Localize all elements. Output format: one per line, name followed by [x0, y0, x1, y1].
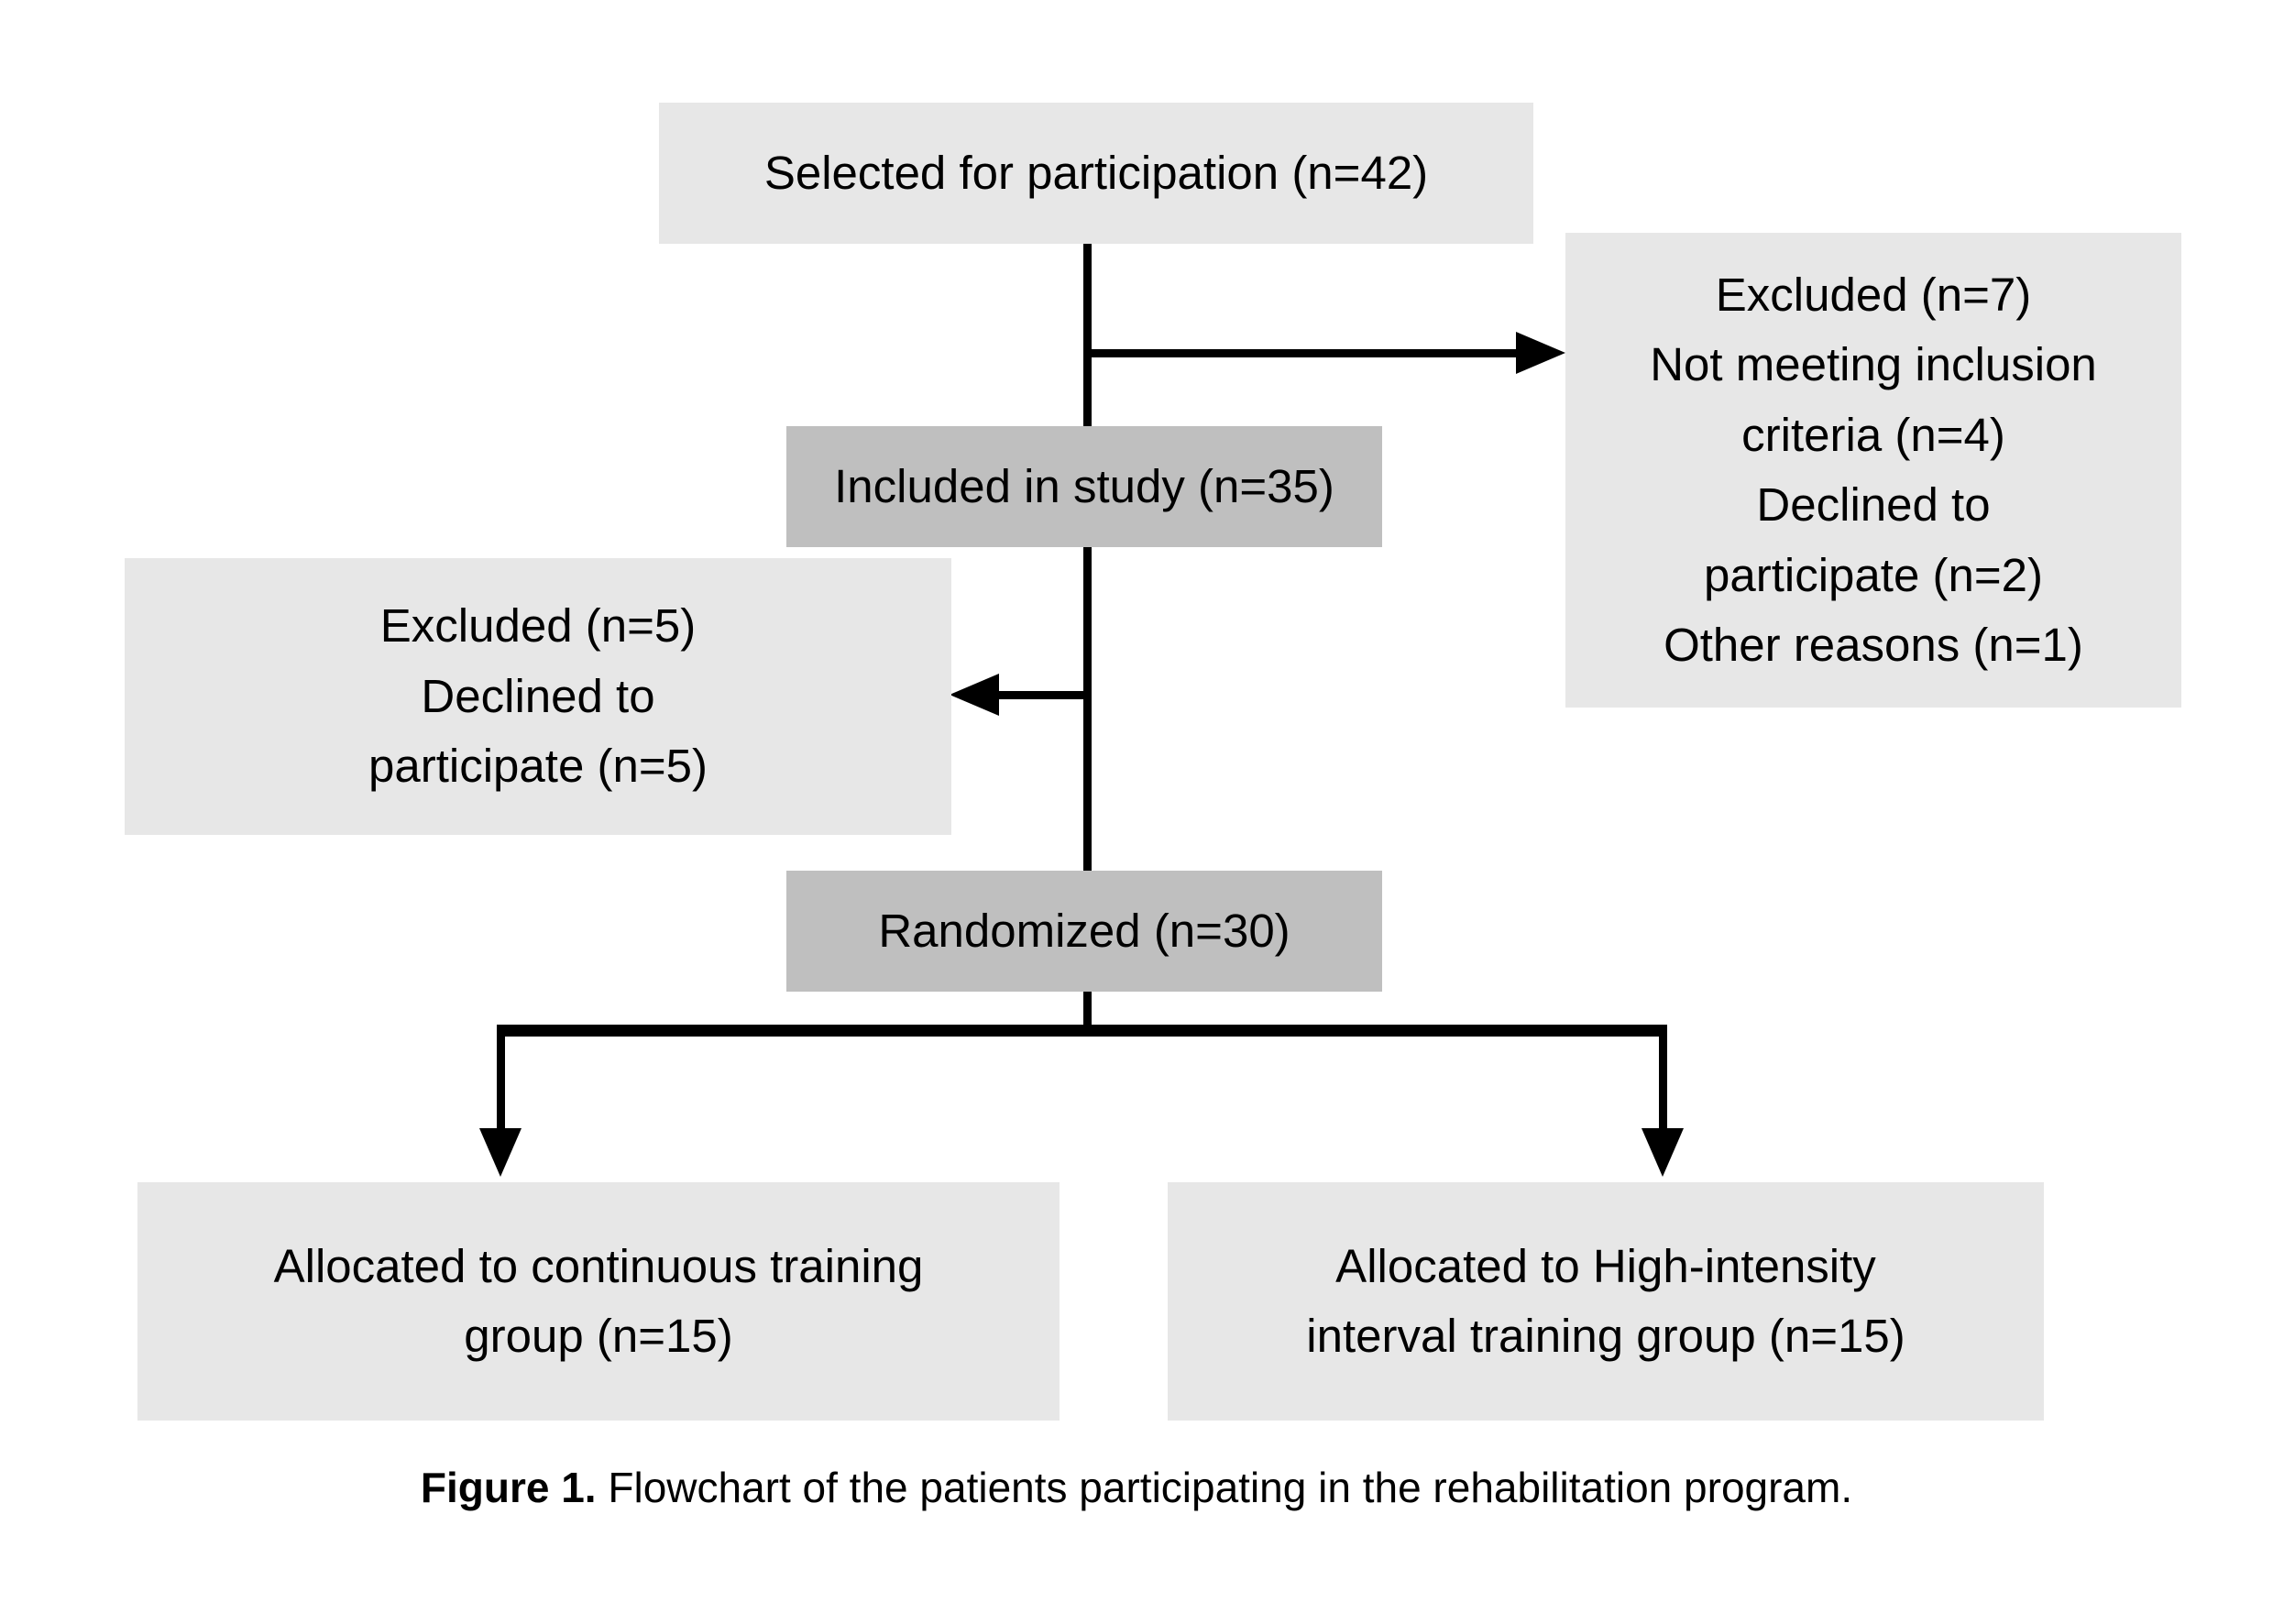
- box-allocated-hiit: Allocated to High-intensity interval tra…: [1168, 1182, 2044, 1421]
- arrowhead-branch-right: [1642, 1128, 1684, 1177]
- connector-branch-left: [497, 1026, 505, 1129]
- box-line: participate (n=5): [368, 740, 708, 793]
- box-excluded-mid: Excluded (n=5) Declined to participate (…: [125, 558, 951, 835]
- arrowhead-branch-left: [479, 1128, 522, 1177]
- box-line: group (n=15): [464, 1310, 733, 1362]
- box-line: Not meeting inclusion: [1650, 338, 2097, 390]
- box-line: interval training group (n=15): [1306, 1310, 1905, 1362]
- box-included-in-study: Included in study (n=35): [786, 426, 1382, 547]
- arrowhead-to-excluded-top: [1516, 332, 1565, 374]
- box-line: criteria (n=4): [1741, 408, 2005, 461]
- connector-randomized-to-split: [1083, 990, 1092, 1028]
- connector-selected-to-included: [1083, 242, 1092, 428]
- box-label: Selected for participation (n=42): [763, 146, 1429, 199]
- box-allocated-continuous-training: Allocated to continuous training group (…: [137, 1182, 1060, 1421]
- connector-included-to-randomized: [1083, 545, 1092, 872]
- box-selected-for-participation: Selected for participation (n=42): [659, 103, 1533, 244]
- connector-split-bar: [497, 1025, 1667, 1037]
- box-line: Allocated to continuous training: [273, 1239, 924, 1292]
- box-line: Declined to: [421, 669, 655, 722]
- connector-branch-right: [1659, 1026, 1667, 1129]
- box-line: Allocated to High-intensity: [1335, 1239, 1876, 1292]
- connector-to-excluded-top: [1087, 349, 1516, 357]
- box-label: Randomized (n=30): [878, 904, 1290, 957]
- box-excluded-top: Excluded (n=7) Not meeting inclusion cri…: [1565, 233, 2181, 708]
- box-line: Declined to: [1756, 478, 1991, 531]
- box-label: Included in study (n=35): [834, 459, 1334, 512]
- figure-caption-label: Figure 1.: [420, 1464, 597, 1511]
- box-line: Excluded (n=5): [379, 599, 697, 653]
- figure-caption-text: Flowchart of the patients participating …: [596, 1464, 1853, 1511]
- connector-to-excluded-mid: [999, 691, 1087, 699]
- box-line: Other reasons (n=1): [1664, 619, 2083, 671]
- box-line: Excluded (n=7): [1715, 268, 2032, 321]
- figure-caption: Figure 1. Flowchart of the patients part…: [0, 1463, 2273, 1513]
- box-randomized: Randomized (n=30): [786, 871, 1382, 992]
- arrowhead-to-excluded-mid: [950, 674, 999, 716]
- box-line: participate (n=2): [1704, 548, 2043, 601]
